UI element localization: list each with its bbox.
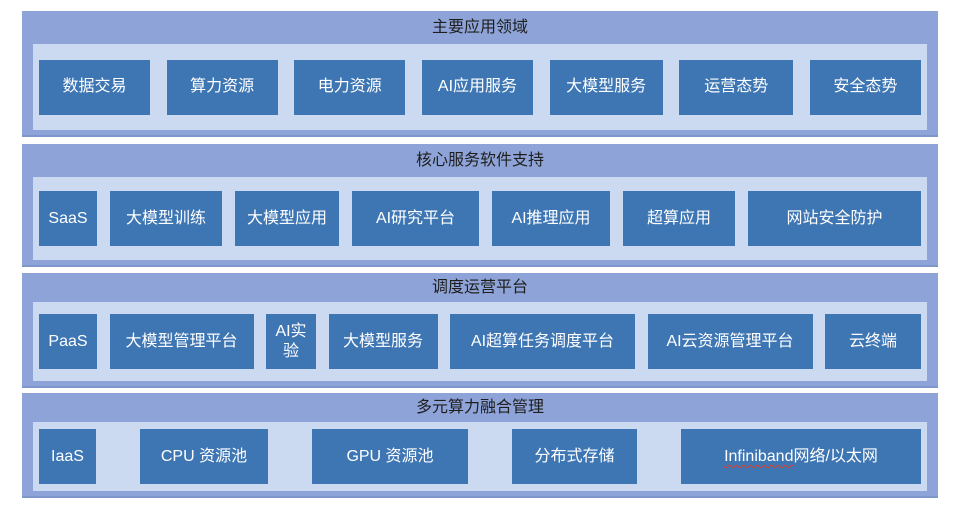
box-large-model-management-platform: 大模型管理平台 [109, 314, 254, 369]
layer-items-panel: 数据交易 算力资源 电力资源 AI应用服务 大模型服务 运营态势 安全态势 [33, 44, 927, 130]
box-gpu-resource-pool: GPU 资源池 [312, 429, 468, 484]
layer-scheduling-operation-platform: 调度运营平台 PaaS 大模型管理平台 AI实验 大模型服务 AI超算任务调度平… [22, 273, 938, 388]
box-power-resources: 电力资源 [294, 59, 406, 115]
box-operation-status: 运营态势 [679, 59, 794, 115]
layer-items-panel: IaaS CPU 资源池 GPU 资源池 分布式存储 Infiniband 网络… [33, 422, 927, 491]
box-large-model-service: 大模型服务 [328, 314, 438, 369]
box-ai-experiment: AI实验 [266, 314, 316, 369]
box-ai-cloud-resource-management-platform: AI云资源管理平台 [647, 314, 813, 369]
box-iaas: IaaS [39, 429, 96, 484]
box-computing-resources: 算力资源 [166, 59, 278, 115]
box-supercomputing-application: 超算应用 [623, 191, 735, 246]
box-ai-application-services: AI应用服务 [421, 59, 533, 115]
layer-title: 调度运营平台 [431, 279, 528, 296]
layer-items-panel: PaaS 大模型管理平台 AI实验 大模型服务 AI超算任务调度平台 AI云资源… [33, 302, 927, 381]
box-infiniband-network: Infiniband 网络/以太网 [681, 429, 921, 484]
layer-application-domains: 主要应用领域 数据交易 算力资源 电力资源 AI应用服务 大模型服务 运营态势 … [22, 11, 938, 137]
box-large-model-training: 大模型训练 [110, 191, 222, 246]
layer-title: 主要应用领域 [431, 19, 528, 36]
layer-computing-fusion-management: 多元算力融合管理 IaaS CPU 资源池 GPU 资源池 分布式存储 Infi… [22, 393, 938, 498]
box-paas: PaaS [39, 314, 97, 369]
misspelled-word: Infiniband [724, 447, 794, 465]
box-security-status: 安全态势 [809, 59, 921, 115]
box-cloud-terminal: 云终端 [825, 314, 921, 369]
layer-title: 多元算力融合管理 [415, 399, 544, 416]
box-data-trading: 数据交易 [39, 59, 150, 115]
layer-items-panel: SaaS 大模型训练 大模型应用 AI研究平台 AI推理应用 超算应用 网站安全… [33, 177, 927, 260]
box-ai-supercomputing-task-scheduling-platform: AI超算任务调度平台 [450, 314, 635, 369]
box-website-security-protection: 网站安全防护 [748, 191, 921, 246]
box-ai-research-platform: AI研究平台 [352, 191, 479, 246]
box-saas: SaaS [39, 191, 97, 246]
box-large-model-application: 大模型应用 [235, 191, 339, 246]
box-distributed-storage: 分布式存储 [512, 429, 637, 484]
layer-title: 核心服务软件支持 [415, 152, 544, 169]
box-cpu-resource-pool: CPU 资源池 [140, 429, 268, 484]
layer-core-service-software: 核心服务软件支持 SaaS 大模型训练 大模型应用 AI研究平台 AI推理应用 … [22, 144, 938, 267]
label-rest: 网络/以太网 [793, 447, 878, 465]
box-large-model-services: 大模型服务 [549, 59, 663, 115]
box-ai-inference-application: AI推理应用 [492, 191, 610, 246]
